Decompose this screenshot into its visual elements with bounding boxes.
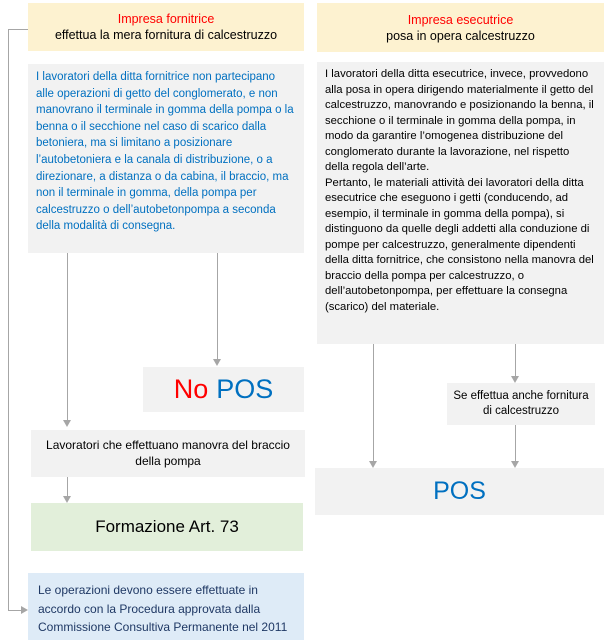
connector-fornitrice-to-nopos [217, 253, 218, 359]
arrowhead-into-lavoratori [63, 420, 71, 427]
esecutrice-body-paragraph-1: I lavoratori della ditta esecutrice, inv… [325, 68, 594, 173]
esecutrice-body-box: I lavoratori della ditta esecutrice, inv… [317, 62, 604, 344]
fornitrice-body-text: I lavoratori della ditta fornitrice non … [36, 71, 294, 233]
fornitrice-body-box: I lavoratori della ditta fornitrice non … [28, 64, 304, 253]
arrowhead-into-procedura [21, 606, 28, 614]
lavoratori-label: Lavoratori che effettuano manovra del br… [46, 438, 290, 468]
no-pos-no-label: No [173, 374, 209, 404]
pos-box: POS [315, 468, 604, 515]
esecutrice-header-box: Impresa esecutrice posa in opera calcest… [317, 3, 604, 52]
procedura-label: Le operazioni devono essere effettuate i… [38, 583, 288, 634]
connector-fornitrice-to-lavoratori [67, 253, 68, 420]
pos-label: POS [433, 477, 486, 505]
connector-left-vertical [8, 29, 9, 611]
lavoratori-box: Lavoratori che effettuano manovra del br… [31, 430, 305, 477]
connector-top-stub [8, 29, 28, 30]
se-effettua-box: Se effettua anche fornitura di calcestru… [447, 383, 595, 425]
se-effettua-label: Se effettua anche fornitura di calcestru… [453, 389, 589, 418]
connector-esecutrice-to-seeffettua [515, 344, 516, 376]
arrowhead-into-pos-left [369, 461, 377, 468]
connector-seeffettua-to-pos [515, 425, 516, 461]
connector-esecutrice-to-pos [373, 344, 374, 461]
no-pos-box: No POS [143, 367, 304, 412]
arrowhead-into-pos-right [511, 461, 519, 468]
formazione-label: Formazione Art. 73 [95, 517, 239, 536]
esecutrice-title: Impresa esecutrice [407, 12, 514, 27]
arrowhead-into-nopos [213, 359, 221, 366]
fornitrice-subtitle: effettua la mera fornitura di calcestruz… [54, 28, 278, 42]
esecutrice-subtitle: posa in opera calcestruzzo [386, 28, 535, 43]
arrowhead-into-seeffettua [511, 376, 519, 383]
no-pos-pos-label: POS [216, 374, 274, 404]
procedura-box: Le operazioni devono essere effettuate i… [28, 573, 304, 640]
arrowhead-into-formazione [63, 496, 71, 503]
formazione-box: Formazione Art. 73 [31, 503, 303, 551]
fornitrice-title: Impresa fornitrice [117, 12, 215, 26]
connector-bottom-stub [8, 610, 21, 611]
esecutrice-body-paragraph-2: Pertanto, le materiali attività dei lavo… [325, 176, 594, 313]
connector-lavoratori-to-formazione [67, 477, 68, 496]
fornitrice-header-box: Impresa fornitrice effettua la mera forn… [28, 3, 304, 51]
